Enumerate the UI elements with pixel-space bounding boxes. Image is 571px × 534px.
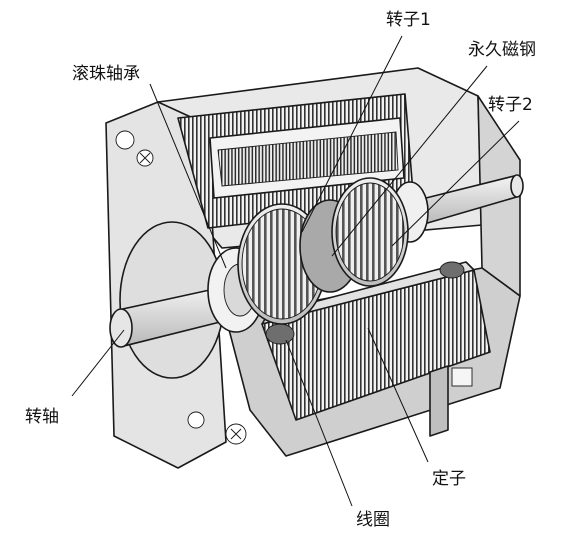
shaft xyxy=(109,174,524,348)
rotor-2 xyxy=(331,177,409,287)
label-shaft: 转轴 xyxy=(25,407,59,427)
label-ball-bearing: 滚珠轴承 xyxy=(72,64,140,84)
label-rotor-2: 转子2 xyxy=(488,95,533,115)
label-permanent-magnet: 永久磁钢 xyxy=(468,40,536,60)
label-rotor-1: 转子1 xyxy=(386,10,431,30)
lead-wire-cable xyxy=(429,365,473,437)
leader-lines xyxy=(71,35,520,507)
flange-screw-holes xyxy=(115,130,247,445)
label-stator: 定子 xyxy=(432,469,466,489)
coil-winding xyxy=(265,323,295,345)
label-coil: 线圈 xyxy=(356,510,390,530)
